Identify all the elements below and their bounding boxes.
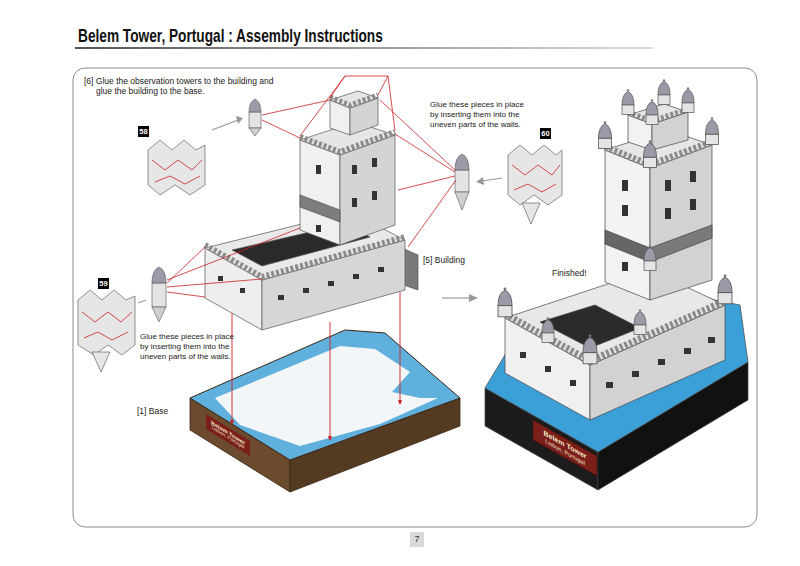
note: Glue these pieces in place by inserting … <box>140 332 240 361</box>
step-arrow <box>442 297 470 298</box>
building-part <box>205 91 418 330</box>
step-instruction: [6] Glue the observation towers to the b… <box>84 76 279 97</box>
note: Glue these pieces in place by inserting … <box>430 100 530 129</box>
page-number-box <box>410 532 424 547</box>
finished-label: Finished! <box>552 268 602 278</box>
callout-number: 58 <box>138 126 149 137</box>
turret-part-58 <box>148 99 261 195</box>
frame <box>73 68 757 527</box>
turret-guide-lines <box>167 76 456 297</box>
page-title: Belem Tower, Portugal : Assembly Instruc… <box>78 25 383 47</box>
page-number: 7 <box>410 533 424 546</box>
part-name: [1] Base <box>137 406 187 416</box>
step-arrow-head <box>469 294 478 302</box>
part-name: [5] Building <box>423 255 493 265</box>
callout-number: 59 <box>98 278 109 289</box>
turret-part-60 <box>455 145 562 224</box>
callout-number: 60 <box>540 128 551 139</box>
finished-model <box>485 104 748 490</box>
header-rule <box>75 47 653 49</box>
finished-turrets <box>498 79 732 364</box>
